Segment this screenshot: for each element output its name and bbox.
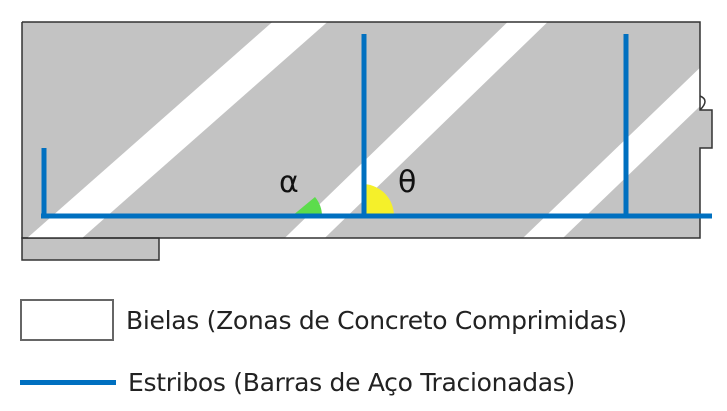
strut-band-2 [260,22,560,238]
struts-legend-label: Bielas (Zonas de Concreto Comprimidas) [126,305,627,335]
strut-band-1 [22,22,375,238]
struts-swatch [20,299,114,341]
legend-struts: Bielas (Zonas de Concreto Comprimidas) [20,299,627,341]
legend-stirrups: Estribos (Barras de Aço Tracionadas) [20,368,575,397]
stirrups-legend-label: Estribos (Barras de Aço Tracionadas) [128,368,575,397]
alpha-angle-arc [292,197,322,216]
strut-band-3 [498,22,712,238]
beam-bottom-step [21,237,160,261]
beam-diagram: α θ [21,21,713,261]
stirrups-swatch [20,380,116,385]
steel-stirrups [41,34,712,219]
theta-label: θ [398,165,416,200]
theta-angle-arc [364,184,395,216]
beam-outline [21,21,713,239]
beam-break-mark [699,95,706,111]
concrete-zones [21,22,712,261]
alpha-label: α [279,165,299,200]
compression-struts [22,22,712,238]
